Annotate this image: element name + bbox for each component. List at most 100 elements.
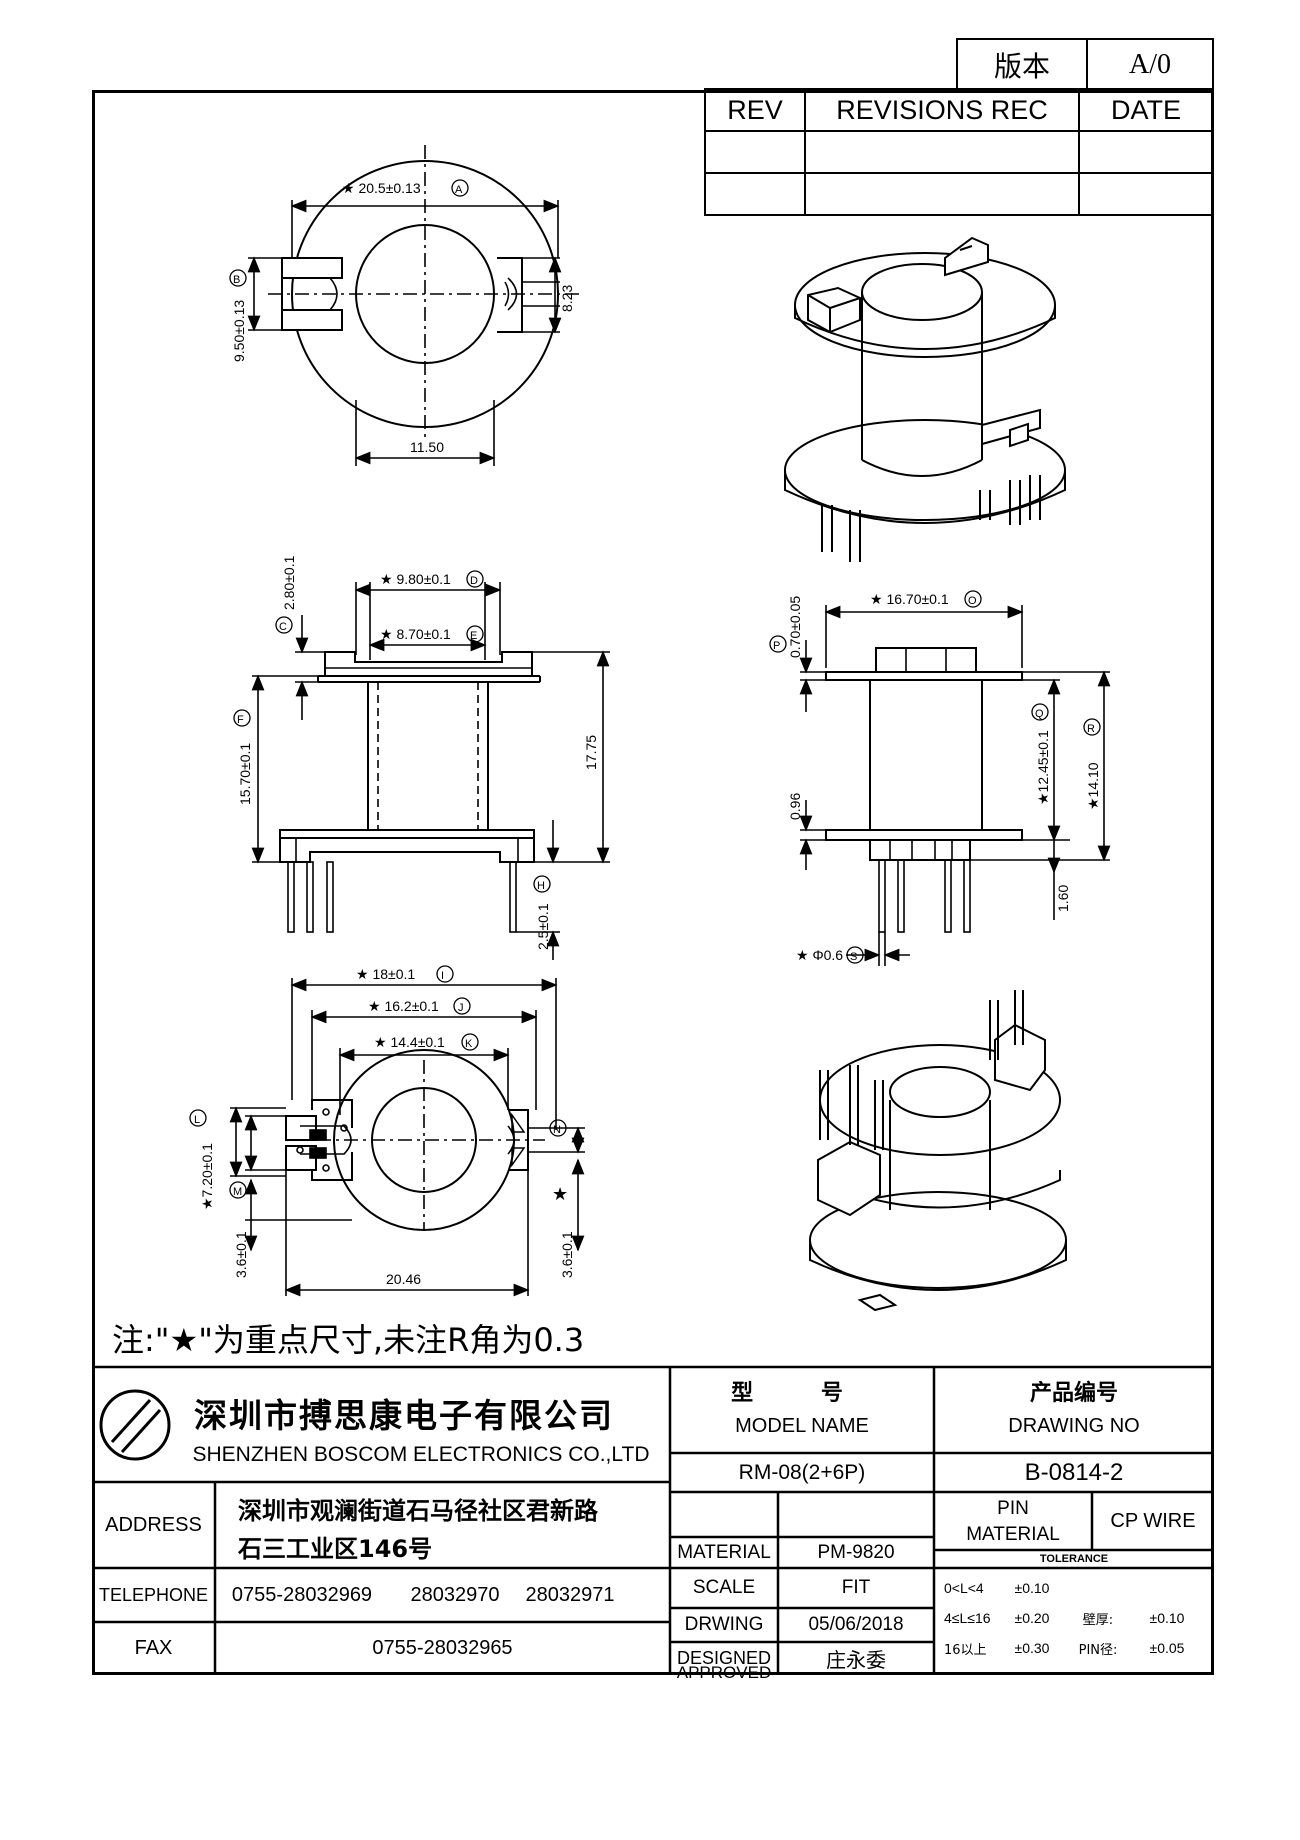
front-view (251, 582, 610, 960)
tag-f: F (237, 714, 244, 726)
tol3-value: ±0.30 (1014, 1640, 1050, 1656)
dim-side-pin: ★ Φ0.6 (796, 947, 843, 963)
dim-top-right: 8.23 (559, 285, 575, 312)
dim-side-p: 0.70±0.05 (787, 596, 803, 658)
material-value: PM-9820 (817, 1541, 895, 1563)
model-label-en: MODEL NAME (735, 1414, 869, 1437)
drawing-date-label: DRWING (684, 1614, 764, 1635)
telephone-2: 28032970 (410, 1583, 500, 1606)
drawing-frame (92, 90, 1214, 1675)
tag-h: H (537, 880, 545, 892)
tag-k: K (465, 1038, 473, 1050)
dim-bot-2046: 20.46 (386, 1271, 421, 1287)
dim-front-top-inner: ★ 8.70±0.1 (380, 626, 451, 642)
fax-label: FAX (134, 1637, 173, 1659)
rev-cell (1078, 172, 1214, 216)
telephone-label: TELEPHONE (98, 1584, 209, 1605)
top-view (247, 145, 580, 466)
dim-bot-j: ★ 16.2±0.1 (368, 998, 439, 1014)
dim-front-total: 17.75 (583, 735, 599, 770)
tag-s: S (850, 951, 857, 963)
rev-header: REV (704, 88, 806, 132)
dim-front-height: 15.70±0.1 (237, 743, 253, 805)
tol3-pin-value: ±0.05 (1149, 1640, 1185, 1656)
dim-bot-36-left: 3.6±0.1 (233, 1231, 249, 1278)
material-label: MATERIAL (677, 1541, 771, 1563)
version-value: A/0 (1086, 38, 1214, 92)
tag-j: J (458, 1002, 464, 1014)
rev-rec-header: REVISIONS REC (804, 88, 1080, 132)
designed-label: DESIGNED (676, 1648, 772, 1668)
drawing-no-label-en: DRAWING NO (1008, 1414, 1140, 1437)
approved-label-text: APPROVED (676, 1663, 772, 1682)
dim-front-c: 2.80±0.1 (281, 555, 297, 610)
model-value: RM-08(2+6P) (738, 1461, 866, 1484)
address-line-2: 石三工业区146号 (238, 1534, 433, 1563)
tag-c: C (279, 621, 287, 633)
tol1-value: ±0.10 (1014, 1580, 1050, 1596)
dim-bot-i: ★ 18±0.1 (356, 966, 415, 982)
rev-cell (704, 172, 806, 216)
address-line-1: 深圳市观澜街道石马径社区君新路 (238, 1496, 598, 1525)
rev-cell (704, 130, 806, 174)
tag-n: N (553, 1124, 561, 1136)
rev-date-header: DATE (1078, 88, 1214, 132)
tag-p: P (773, 640, 780, 652)
drawing-note: 注:"★"为重点尺寸,未注R角为0.3 (112, 1321, 585, 1359)
dim-side-160: 1.60 (1055, 885, 1071, 912)
pin-label-1: PIN (997, 1498, 1029, 1519)
telephone-3: 28032971 (525, 1583, 615, 1606)
tol3-range: 16以上 (944, 1642, 987, 1658)
isometric-top (784, 236, 1066, 562)
model-label-cn: 型 号 (731, 1381, 873, 1406)
side-view (799, 605, 1111, 966)
tag-q: Q (1035, 708, 1044, 720)
dim-side-width: ★ 16.70±0.1 (870, 591, 949, 607)
scale-label: SCALE (692, 1577, 756, 1598)
company-name-en: SHENZHEN BOSCOM ELECTRONICS CO.,LTD (192, 1443, 650, 1466)
dim-top-width: ★ 20.5±0.13 (342, 180, 421, 196)
tag-e: E (470, 630, 477, 642)
title-block-lines (92, 1365, 1214, 1675)
dim-top-bottom: 11.50 (410, 439, 444, 455)
version-box: 版本 A/0 (956, 38, 1214, 92)
dim-front-pin: 2.5±0.1 (535, 903, 551, 950)
company-name-cn: 深圳市搏思康电子有限公司 (194, 1396, 614, 1435)
tol2-wall-value: ±0.10 (1149, 1610, 1185, 1626)
dim-bot-k: ★ 14.4±0.1 (374, 1034, 445, 1050)
tol3-pin-label: PIN径: (1078, 1642, 1118, 1658)
drawing-date: 05/06/2018 (808, 1614, 904, 1635)
tag-o: O (968, 595, 977, 607)
isometric-bottom (809, 990, 1067, 1312)
tol1-range: 0<L<4 (944, 1580, 984, 1596)
company-logo-icon (99, 1389, 171, 1461)
tag-i: I (441, 970, 444, 982)
rev-cell (1078, 130, 1214, 174)
tag-m: M (233, 1186, 242, 1198)
tol2-range: 4≤L≤16 (944, 1610, 991, 1626)
approved-label: APPROVED (672, 1644, 776, 1682)
version-label: 版本 (956, 38, 1088, 92)
rev-cell (804, 130, 1080, 174)
revision-table: REV REVISIONS REC DATE (704, 88, 1214, 216)
dim-bot-star: ★ (552, 1184, 568, 1204)
dim-side-q: ★12.45±0.1 (1035, 730, 1051, 805)
tag-r: R (1087, 723, 1095, 735)
tolerance-label: TOLERANCE (1039, 1553, 1109, 1565)
tag-b: B (233, 274, 240, 286)
dim-bot-720: ★7.20±0.1 (199, 1143, 215, 1210)
rev-cell (804, 172, 1080, 216)
tol2-value: ±0.20 (1014, 1610, 1050, 1626)
dim-side-096: 0.96 (787, 793, 803, 820)
dim-side-r: ★14.10 (1085, 762, 1101, 810)
pin-label-2: MATERIAL (966, 1524, 1060, 1545)
tag-a: A (455, 184, 463, 196)
dim-top-height: 9.50±0.13 (231, 300, 247, 362)
fax-value: 0755-28032965 (372, 1637, 513, 1659)
drawing-no-value: B-0814-2 (1024, 1459, 1124, 1486)
designed-value: 庄永委 (826, 1648, 886, 1672)
address-label: ADDRESS (105, 1513, 202, 1536)
drawing-no-label-cn: 产品编号 (1029, 1381, 1118, 1406)
telephone-1: 0755-28032969 (231, 1583, 373, 1606)
